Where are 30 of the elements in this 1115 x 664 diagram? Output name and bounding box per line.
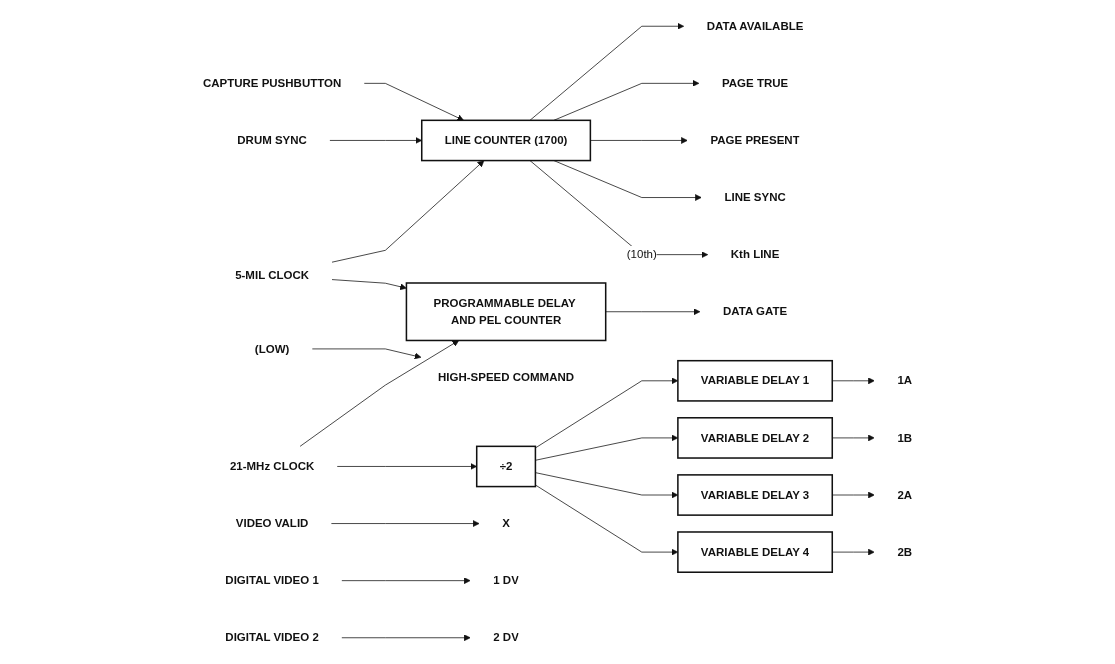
node-text: 1A — [897, 373, 913, 387]
node-text: DIGITAL VIDEO 2 — [225, 630, 319, 644]
node-text: 2B — [897, 545, 913, 559]
node-text: X — [502, 516, 510, 530]
node-text: PAGE TRUE — [721, 76, 789, 90]
node-text: LINE SYNC — [724, 190, 786, 204]
node-text: 1B — [897, 430, 913, 444]
node-text: 21-MHz CLOCK — [229, 459, 315, 473]
node-text: 2A — [897, 487, 913, 501]
node-text: DRUM SYNC — [237, 133, 307, 147]
node-text: 5-MIL CLOCK — [235, 268, 310, 282]
node-text: Kth LINE — [730, 247, 780, 261]
node-text: PAGE PRESENT — [710, 133, 800, 147]
node-text: DIGITAL VIDEO 1 — [225, 573, 319, 587]
node-text: DATA AVAILABLE — [706, 19, 804, 33]
node-box: VARIABLE DELAY 4 — [677, 531, 834, 573]
node-box: VARIABLE DELAY 3 — [677, 474, 834, 516]
node-text: 1 DV — [493, 573, 519, 587]
node-box: VARIABLE DELAY 1 — [677, 359, 834, 402]
node-text: VIDEO VALID — [235, 516, 309, 530]
node-box: LINE COUNTER (1700) — [420, 119, 592, 162]
node-text: CAPTURE PUSHBUTTON — [202, 76, 342, 90]
node-text: DATA GATE — [723, 304, 788, 318]
node-text: 2 DV — [493, 630, 519, 644]
node-text: (LOW) — [254, 341, 290, 355]
node-box: PROGRAMMABLE DELAY AND PEL COUNTER — [405, 282, 607, 342]
node-text: HIGH-SPEED COMMAND — [438, 370, 575, 384]
node-box: ÷2 — [475, 445, 537, 488]
node-box: VARIABLE DELAY 2 — [677, 417, 834, 459]
edge-label: (10th) — [626, 247, 657, 261]
